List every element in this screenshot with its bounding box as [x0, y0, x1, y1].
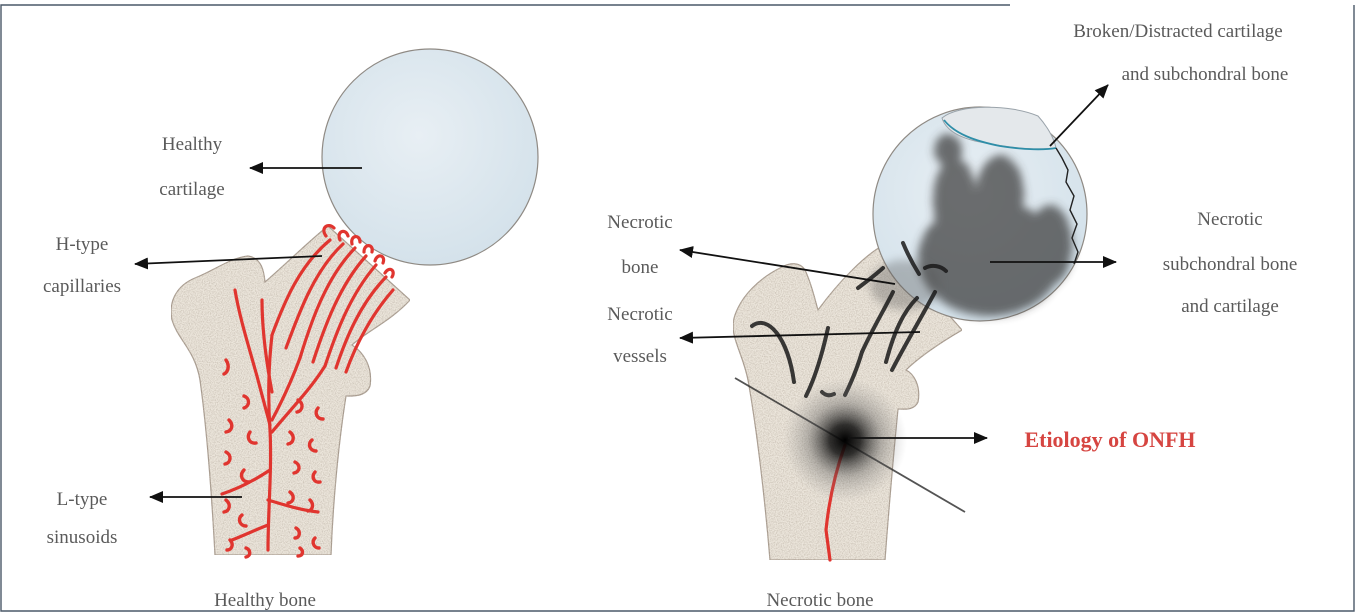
- subchondral-label-line3: and cartilage: [1181, 296, 1279, 317]
- broken-label-line1: Broken/Distracted cartilage: [1073, 21, 1282, 42]
- necrotic-bone-caption: Necrotic bone: [766, 590, 873, 611]
- h-type-label-line2: capillaries: [43, 276, 121, 297]
- necrotic-vessels-label-line1: Necrotic: [607, 304, 672, 325]
- necrotic-bone-label-line1: Necrotic: [607, 212, 672, 233]
- arrow-broken-cartilage: [1050, 85, 1108, 146]
- healthy-femoral-head: [322, 49, 538, 265]
- l-type-label-line2: sinusoids: [47, 527, 118, 548]
- healthy-cartilage-label-line1: Healthy: [162, 134, 223, 155]
- subchondral-label-line1: Necrotic: [1197, 209, 1262, 230]
- necrotic-bone-label-line2: bone: [622, 257, 659, 278]
- etiology-label: Etiology of ONFH: [1024, 427, 1195, 452]
- subchondral-label-line2: subchondral bone: [1163, 254, 1298, 275]
- h-type-label-line1: H-type: [56, 234, 109, 255]
- etiology-spot: [783, 378, 907, 502]
- necrotic-vessels-label-line2: vessels: [613, 346, 667, 367]
- healthy-bone-caption: Healthy bone: [214, 590, 316, 611]
- healthy-cartilage-label-line2: cartilage: [159, 179, 224, 200]
- healthy-femur: [171, 49, 538, 555]
- l-type-label-line1: L-type: [57, 489, 108, 510]
- broken-label-line2: and subchondral bone: [1122, 64, 1289, 85]
